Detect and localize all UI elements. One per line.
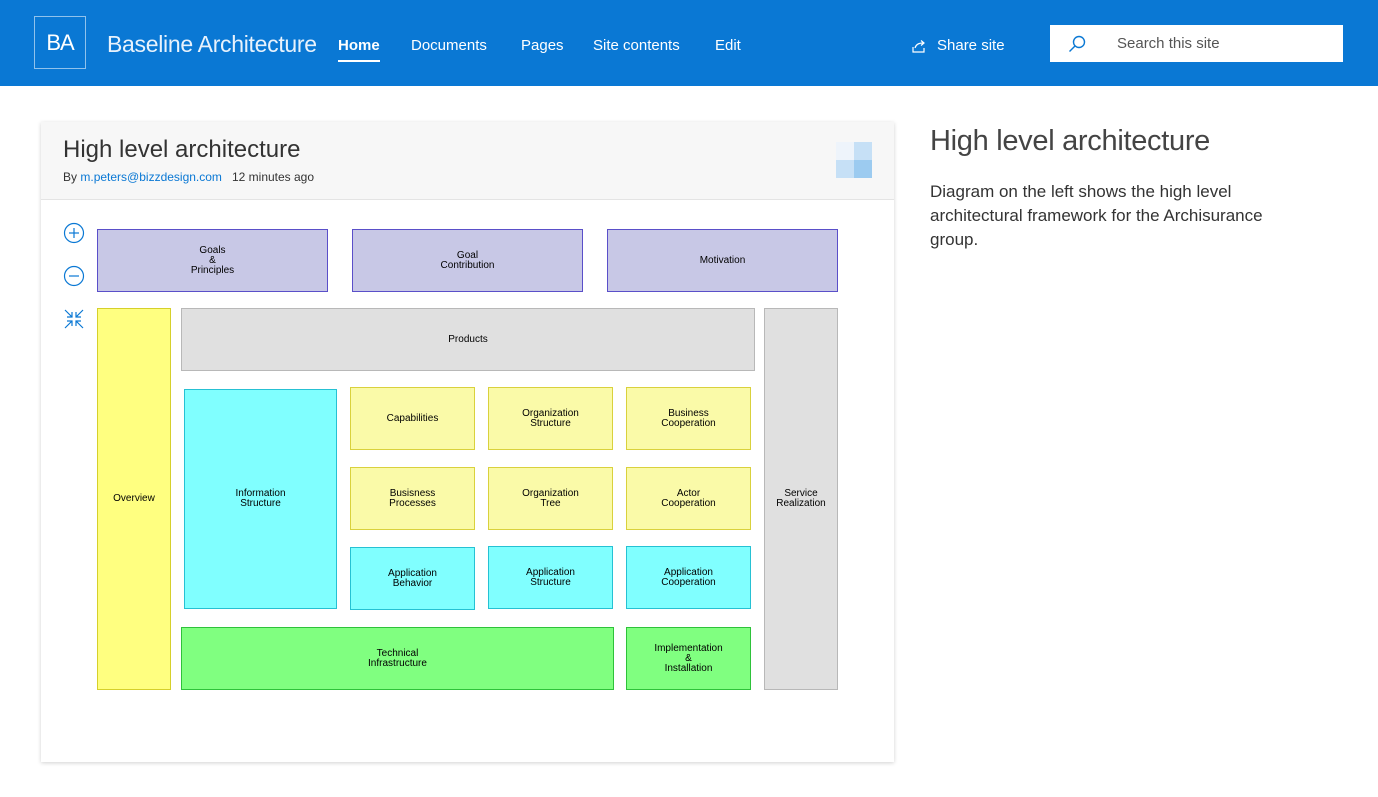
- nav-documents[interactable]: Documents: [411, 37, 487, 54]
- search-input[interactable]: [1117, 25, 1337, 62]
- box-motivation[interactable]: Motivation: [607, 229, 838, 292]
- by-label: By: [63, 170, 78, 184]
- search-box: [1050, 25, 1343, 62]
- box-goals-principles[interactable]: Goals & Principles: [97, 229, 328, 292]
- box-business-cooperation[interactable]: Business Cooperation: [626, 387, 751, 450]
- box-products[interactable]: Products: [181, 308, 755, 371]
- box-capabilities[interactable]: Capabilities: [350, 387, 475, 450]
- box-actor-cooperation[interactable]: Actor Cooperation: [626, 467, 751, 530]
- share-site-label: Share site: [937, 37, 1005, 54]
- nav-home[interactable]: Home: [338, 37, 380, 62]
- box-technical-infrastructure[interactable]: Technical Infrastructure: [181, 627, 614, 690]
- site-title[interactable]: Baseline Architecture: [107, 31, 317, 57]
- site-header: BA Baseline Architecture Home Documents …: [0, 0, 1378, 86]
- box-organization-tree[interactable]: Organization Tree: [488, 467, 613, 530]
- nav-site-contents[interactable]: Site contents: [593, 37, 680, 54]
- box-application-behavior[interactable]: Application Behavior: [350, 547, 475, 610]
- box-goal-contribution[interactable]: Goal Contribution: [352, 229, 583, 292]
- share-icon: [912, 39, 925, 53]
- box-business-processes[interactable]: Busisness Processes: [350, 467, 475, 530]
- author-link[interactable]: m.peters@bizzdesign.com: [80, 170, 222, 184]
- architecture-diagram: Goals & Principles Goal Contribution Mot…: [41, 122, 894, 762]
- box-implementation-installation[interactable]: Implementation & Installation: [626, 627, 751, 690]
- diagram-card: High level architecture By m.peters@bizz…: [41, 122, 894, 762]
- zoom-out-icon[interactable]: [63, 265, 85, 287]
- side-description: Diagram on the left shows the high level…: [930, 182, 1263, 249]
- side-title: High level architecture: [930, 125, 1211, 157]
- box-application-structure[interactable]: Application Structure: [488, 546, 613, 609]
- fit-to-screen-icon[interactable]: [63, 308, 85, 330]
- timestamp: 12 minutes ago: [231, 170, 315, 184]
- nav-pages[interactable]: Pages: [521, 37, 564, 54]
- card-header: High level architecture By m.peters@bizz…: [41, 122, 894, 200]
- search-icon[interactable]: [1067, 34, 1087, 54]
- card-meta: By m.peters@bizzdesign.com 12 minutes ag…: [63, 170, 314, 184]
- box-information-structure[interactable]: Information Structure: [184, 389, 337, 609]
- nav-edit[interactable]: Edit: [715, 37, 741, 54]
- box-service-realization[interactable]: Service Realization: [764, 308, 838, 690]
- box-overview[interactable]: Overview: [97, 308, 171, 690]
- box-application-cooperation[interactable]: Application Cooperation: [626, 546, 751, 609]
- box-organization-structure[interactable]: Organization Structure: [488, 387, 613, 450]
- site-logo[interactable]: BA: [34, 16, 86, 69]
- diagram-thumbnail-icon[interactable]: [836, 142, 872, 178]
- card-title: High level architecture: [63, 136, 301, 163]
- share-site-button[interactable]: Share site: [911, 37, 1005, 54]
- zoom-in-icon[interactable]: [63, 222, 85, 244]
